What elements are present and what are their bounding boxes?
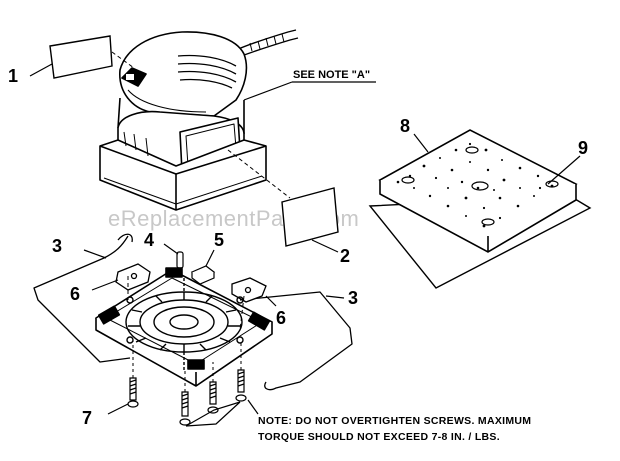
bracket-left-6 <box>115 263 151 291</box>
callout-1: 1 <box>8 66 18 86</box>
note-line-1: NOTE: DO NOT OVERTIGHTEN SCREWS. MAXIMUM <box>258 415 531 427</box>
sander-body <box>99 29 299 211</box>
base-plate-ribs <box>125 278 244 370</box>
label-plate-1 <box>49 35 113 79</box>
note-line-2: TORQUE SHOULD NOT EXCEED 7-8 IN. / LBS. <box>258 431 500 443</box>
grommet-part-5 <box>190 265 216 285</box>
callout-3b: 3 <box>348 288 358 308</box>
callout-4-leader <box>163 243 179 255</box>
pin-part-4 <box>176 251 184 269</box>
callout-6a: 6 <box>70 284 80 304</box>
see-note-a-leader <box>243 81 293 101</box>
label-plate-2 <box>281 187 339 247</box>
callout-5-leader <box>205 249 215 267</box>
callout-6b: 6 <box>276 308 286 328</box>
callout-9: 9 <box>578 138 588 158</box>
callout-2: 2 <box>340 246 350 266</box>
callout-2-leader <box>311 239 339 253</box>
callout-3b-leader <box>325 295 345 299</box>
callout-3a-leader <box>83 249 107 259</box>
callout-6a-leader <box>91 279 119 291</box>
sanding-pad <box>378 129 578 253</box>
screw-dashed-leaders <box>132 336 242 392</box>
callout-8: 8 <box>400 116 410 136</box>
label-2-dashed-leader <box>227 149 291 199</box>
callout-7: 7 <box>82 408 92 428</box>
callout-1-leader <box>29 63 53 77</box>
callout-9-leader <box>547 155 581 185</box>
callout-5: 5 <box>214 230 224 250</box>
label-1-dashed-leader <box>111 51 135 69</box>
bracket-right-leader <box>239 295 245 331</box>
bracket-right-6 <box>231 277 267 303</box>
callout-7-leaders <box>107 401 241 427</box>
clamp-wire <box>33 233 353 391</box>
see-note-a: SEE NOTE "A" <box>293 69 370 81</box>
note-leader <box>247 399 259 415</box>
callout-3a: 3 <box>52 236 62 256</box>
callout-4: 4 <box>144 230 154 250</box>
callout-6b-leader <box>265 295 277 307</box>
callout-8-leader <box>413 133 429 153</box>
